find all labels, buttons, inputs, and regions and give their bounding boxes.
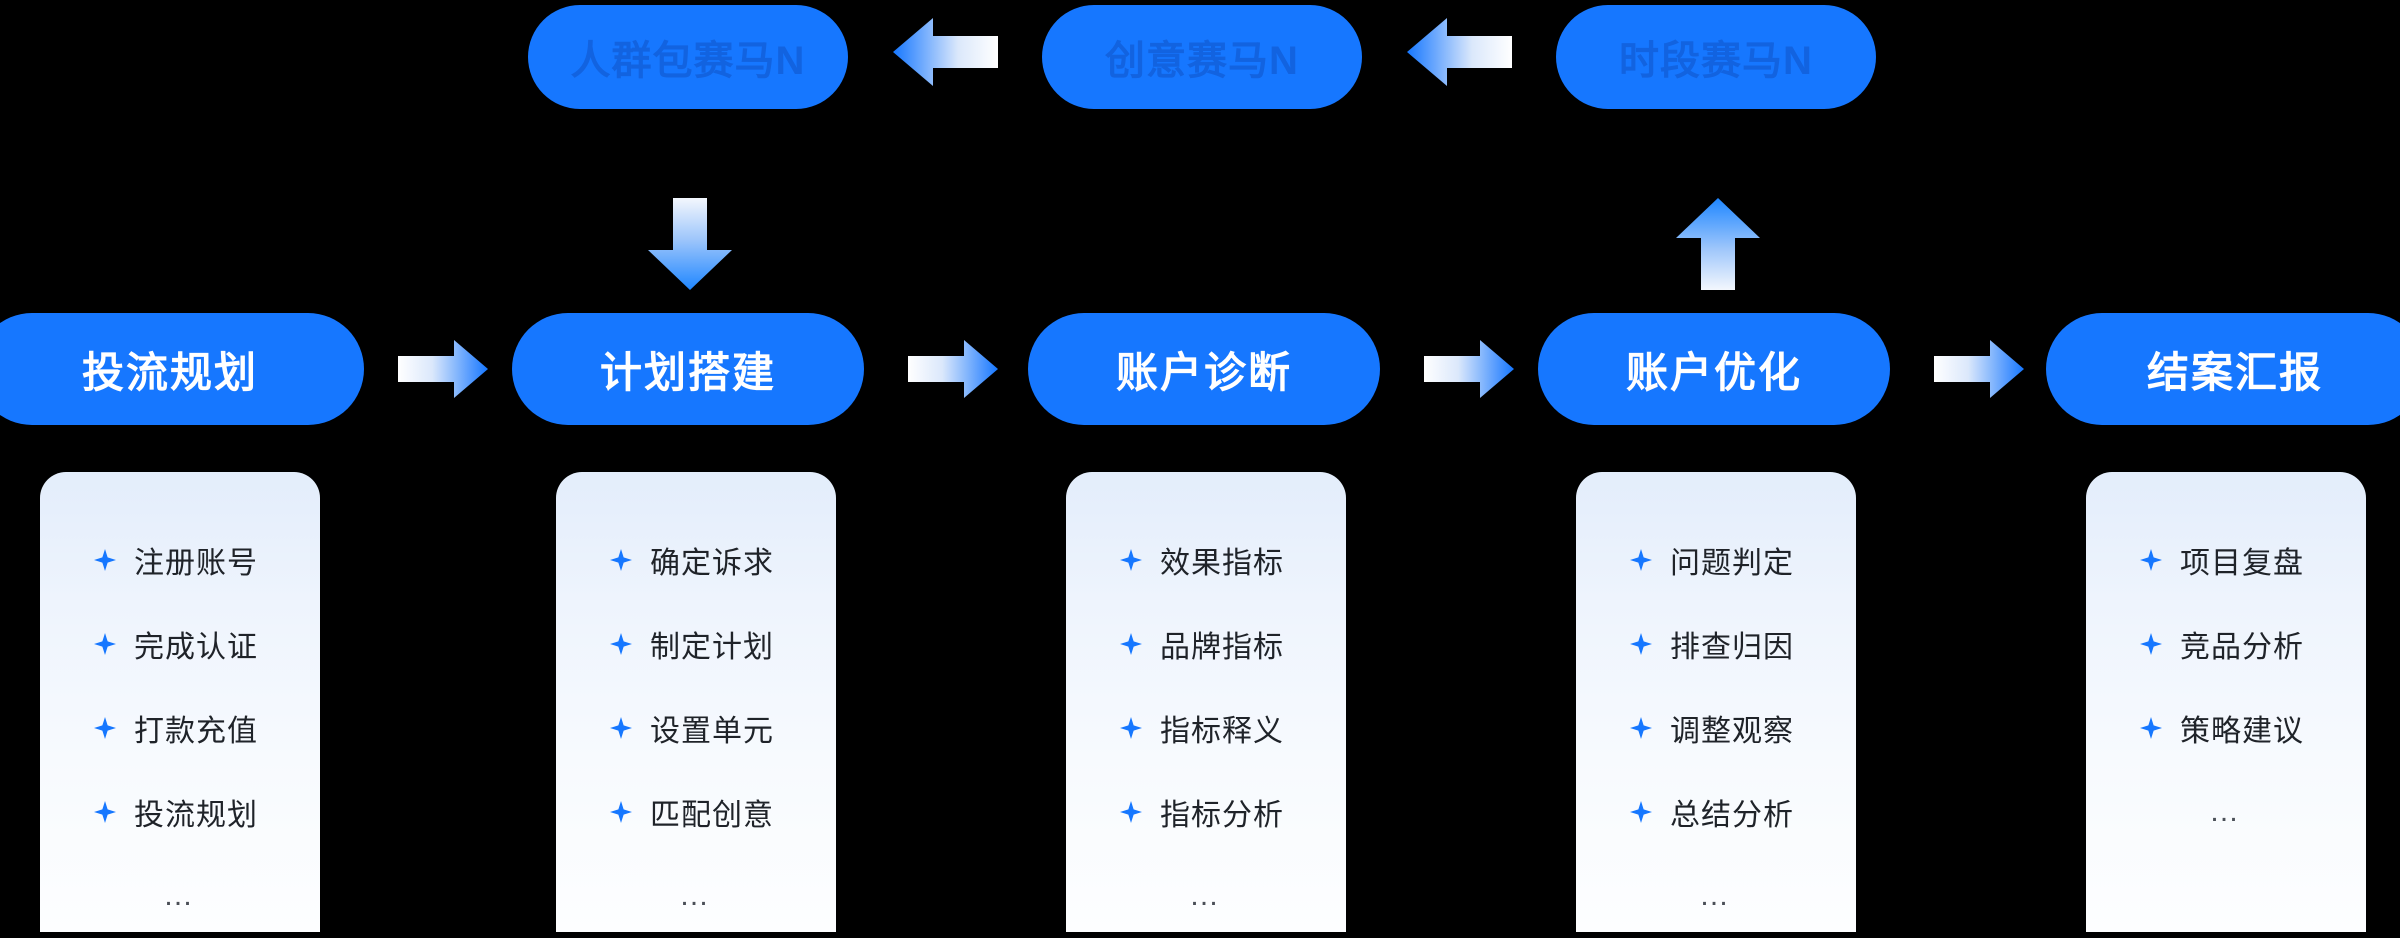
arrow-right-icon-1 bbox=[398, 336, 488, 402]
diamond-bullet-icon bbox=[1630, 549, 1652, 571]
list-item-label: 投流规划 bbox=[134, 799, 258, 832]
list-item-label: 总结分析 bbox=[1670, 799, 1794, 832]
detail-card-jihuadajian: 确定诉求 制定计划 设置单元 匹配创意 … bbox=[556, 472, 836, 932]
list-item-label: 指标释义 bbox=[1160, 715, 1284, 748]
list-item[interactable]: 制定计划 bbox=[556, 602, 836, 686]
stage-box-label: 结案汇报 bbox=[2146, 348, 2323, 396]
list-item[interactable]: 指标释义 bbox=[1066, 686, 1346, 770]
list-more: … bbox=[556, 854, 836, 938]
list-item-label: 调整观察 bbox=[1670, 715, 1794, 748]
detail-card-toiliuguihua: 注册账号 完成认证 打款充值 投流规划 … bbox=[40, 472, 320, 932]
list-item[interactable]: 匹配创意 bbox=[556, 770, 836, 854]
list-item[interactable]: 排查归因 bbox=[1576, 602, 1856, 686]
diamond-bullet-icon bbox=[610, 549, 632, 571]
arrow-down-icon bbox=[648, 198, 732, 290]
diamond-bullet-icon bbox=[94, 633, 116, 655]
list-item[interactable]: 策略建议 bbox=[2086, 686, 2366, 770]
diamond-bullet-icon bbox=[2140, 549, 2162, 571]
diamond-bullet-icon bbox=[1120, 717, 1142, 739]
list-item-label: 指标分析 bbox=[1160, 799, 1284, 832]
diamond-bullet-icon bbox=[1120, 549, 1142, 571]
list-item-label: 品牌指标 bbox=[1160, 631, 1284, 664]
list-more-label: … bbox=[679, 879, 713, 912]
detail-card-zhanghuyouhua: 问题判定 排查归因 调整观察 总结分析 … bbox=[1576, 472, 1856, 932]
diamond-bullet-icon bbox=[1120, 801, 1142, 823]
arrow-right-icon-4 bbox=[1934, 336, 2024, 402]
list-more-label: … bbox=[2209, 795, 2243, 828]
list-more: … bbox=[1066, 854, 1346, 938]
experiment-pill-chuangyi[interactable]: 创意赛马N bbox=[1042, 5, 1362, 109]
detail-card-zhanghuzhenduan: 效果指标 品牌指标 指标释义 指标分析 … bbox=[1066, 472, 1346, 932]
list-item-label: 设置单元 bbox=[650, 715, 774, 748]
experiment-pill-shiduan[interactable]: 时段赛马N bbox=[1556, 5, 1876, 109]
experiment-pill-label: 时段赛马N bbox=[1619, 39, 1813, 83]
diamond-bullet-icon bbox=[94, 801, 116, 823]
detail-card-jieanhuibao: 项目复盘 竞品分析 策略建议 … bbox=[2086, 472, 2366, 932]
arrow-up-icon bbox=[1676, 198, 1760, 290]
experiment-pill-renqunbao[interactable]: 人群包赛马N bbox=[528, 5, 848, 109]
list-more-label: … bbox=[1699, 879, 1733, 912]
list-item-label: 排查归因 bbox=[1670, 631, 1794, 664]
list-item-label: 制定计划 bbox=[650, 631, 774, 664]
list-more: … bbox=[1576, 854, 1856, 938]
list-item[interactable]: 问题判定 bbox=[1576, 518, 1856, 602]
list-item[interactable]: 项目复盘 bbox=[2086, 518, 2366, 602]
list-more: … bbox=[40, 854, 320, 938]
list-item[interactable]: 设置单元 bbox=[556, 686, 836, 770]
list-item[interactable]: 打款充值 bbox=[40, 686, 320, 770]
list-item-label: 确定诉求 bbox=[650, 547, 774, 580]
diamond-bullet-icon bbox=[1630, 801, 1652, 823]
list-more-label: … bbox=[1189, 879, 1223, 912]
stage-box-jihuadajian[interactable]: 计划搭建 bbox=[512, 313, 864, 425]
list-item-label: 匹配创意 bbox=[650, 799, 774, 832]
diamond-bullet-icon bbox=[1630, 717, 1652, 739]
diamond-bullet-icon bbox=[1120, 633, 1142, 655]
list-item[interactable]: 完成认证 bbox=[40, 602, 320, 686]
list-item-label: 注册账号 bbox=[134, 547, 258, 580]
diamond-bullet-icon bbox=[94, 717, 116, 739]
arrow-left-icon-2 bbox=[1407, 12, 1512, 92]
list-item-label: 打款充值 bbox=[134, 715, 258, 748]
diamond-bullet-icon bbox=[1630, 633, 1652, 655]
diamond-bullet-icon bbox=[610, 633, 632, 655]
stage-box-toiliuguihua[interactable]: 投流规划 bbox=[0, 313, 364, 425]
list-item-label: 竞品分析 bbox=[2180, 631, 2304, 664]
arrow-right-icon-2 bbox=[908, 336, 998, 402]
list-item-label: 完成认证 bbox=[134, 631, 258, 664]
stage-box-label: 账户优化 bbox=[1625, 348, 1802, 396]
diamond-bullet-icon bbox=[610, 717, 632, 739]
list-item[interactable]: 指标分析 bbox=[1066, 770, 1346, 854]
stage-box-label: 账户诊断 bbox=[1115, 348, 1292, 396]
list-item[interactable]: 注册账号 bbox=[40, 518, 320, 602]
list-more-label: … bbox=[163, 879, 197, 912]
experiment-pill-label: 创意赛马N bbox=[1105, 39, 1299, 83]
stage-box-zhanghuzhenduan[interactable]: 账户诊断 bbox=[1028, 313, 1380, 425]
list-item[interactable]: 效果指标 bbox=[1066, 518, 1346, 602]
list-more: … bbox=[2086, 770, 2366, 854]
stage-box-jieanhuibao[interactable]: 结案汇报 bbox=[2046, 313, 2400, 425]
list-item[interactable]: 品牌指标 bbox=[1066, 602, 1346, 686]
list-item[interactable]: 竞品分析 bbox=[2086, 602, 2366, 686]
list-item[interactable]: 投流规划 bbox=[40, 770, 320, 854]
list-item-label: 效果指标 bbox=[1160, 547, 1284, 580]
stage-box-label: 投流规划 bbox=[81, 348, 258, 396]
stage-box-label: 计划搭建 bbox=[599, 348, 776, 396]
diamond-bullet-icon bbox=[2140, 633, 2162, 655]
diamond-bullet-icon bbox=[610, 801, 632, 823]
list-item[interactable]: 总结分析 bbox=[1576, 770, 1856, 854]
list-item-label: 策略建议 bbox=[2180, 715, 2304, 748]
diamond-bullet-icon bbox=[2140, 717, 2162, 739]
stage-box-zhanghuyouhua[interactable]: 账户优化 bbox=[1538, 313, 1890, 425]
list-item-label: 项目复盘 bbox=[2180, 547, 2304, 580]
arrow-left-icon-1 bbox=[893, 12, 998, 92]
list-item-label: 问题判定 bbox=[1670, 547, 1794, 580]
diamond-bullet-icon bbox=[94, 549, 116, 571]
arrow-right-icon-3 bbox=[1424, 336, 1514, 402]
list-item[interactable]: 调整观察 bbox=[1576, 686, 1856, 770]
experiment-pill-label: 人群包赛马N bbox=[570, 39, 806, 83]
list-item[interactable]: 确定诉求 bbox=[556, 518, 836, 602]
